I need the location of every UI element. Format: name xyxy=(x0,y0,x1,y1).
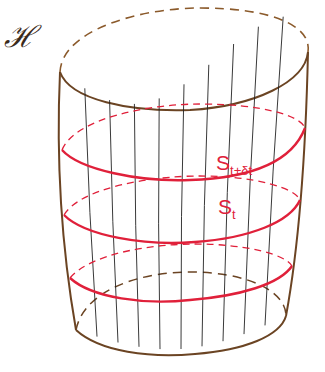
generator-line xyxy=(134,104,139,347)
slice-label: St+δt xyxy=(216,152,252,177)
generator-line xyxy=(265,17,283,326)
slice-label: St xyxy=(218,196,236,221)
slice-backs xyxy=(62,104,305,278)
right-side xyxy=(286,52,308,316)
slice-fronts xyxy=(62,128,305,302)
generator-line xyxy=(110,100,118,342)
generator-line xyxy=(202,65,209,347)
left-side xyxy=(59,72,76,330)
generator-lines xyxy=(85,17,283,349)
generator-line xyxy=(181,84,184,349)
surface-label: ℋ xyxy=(4,22,36,52)
generator-line xyxy=(85,88,97,336)
generator-line xyxy=(159,98,160,349)
